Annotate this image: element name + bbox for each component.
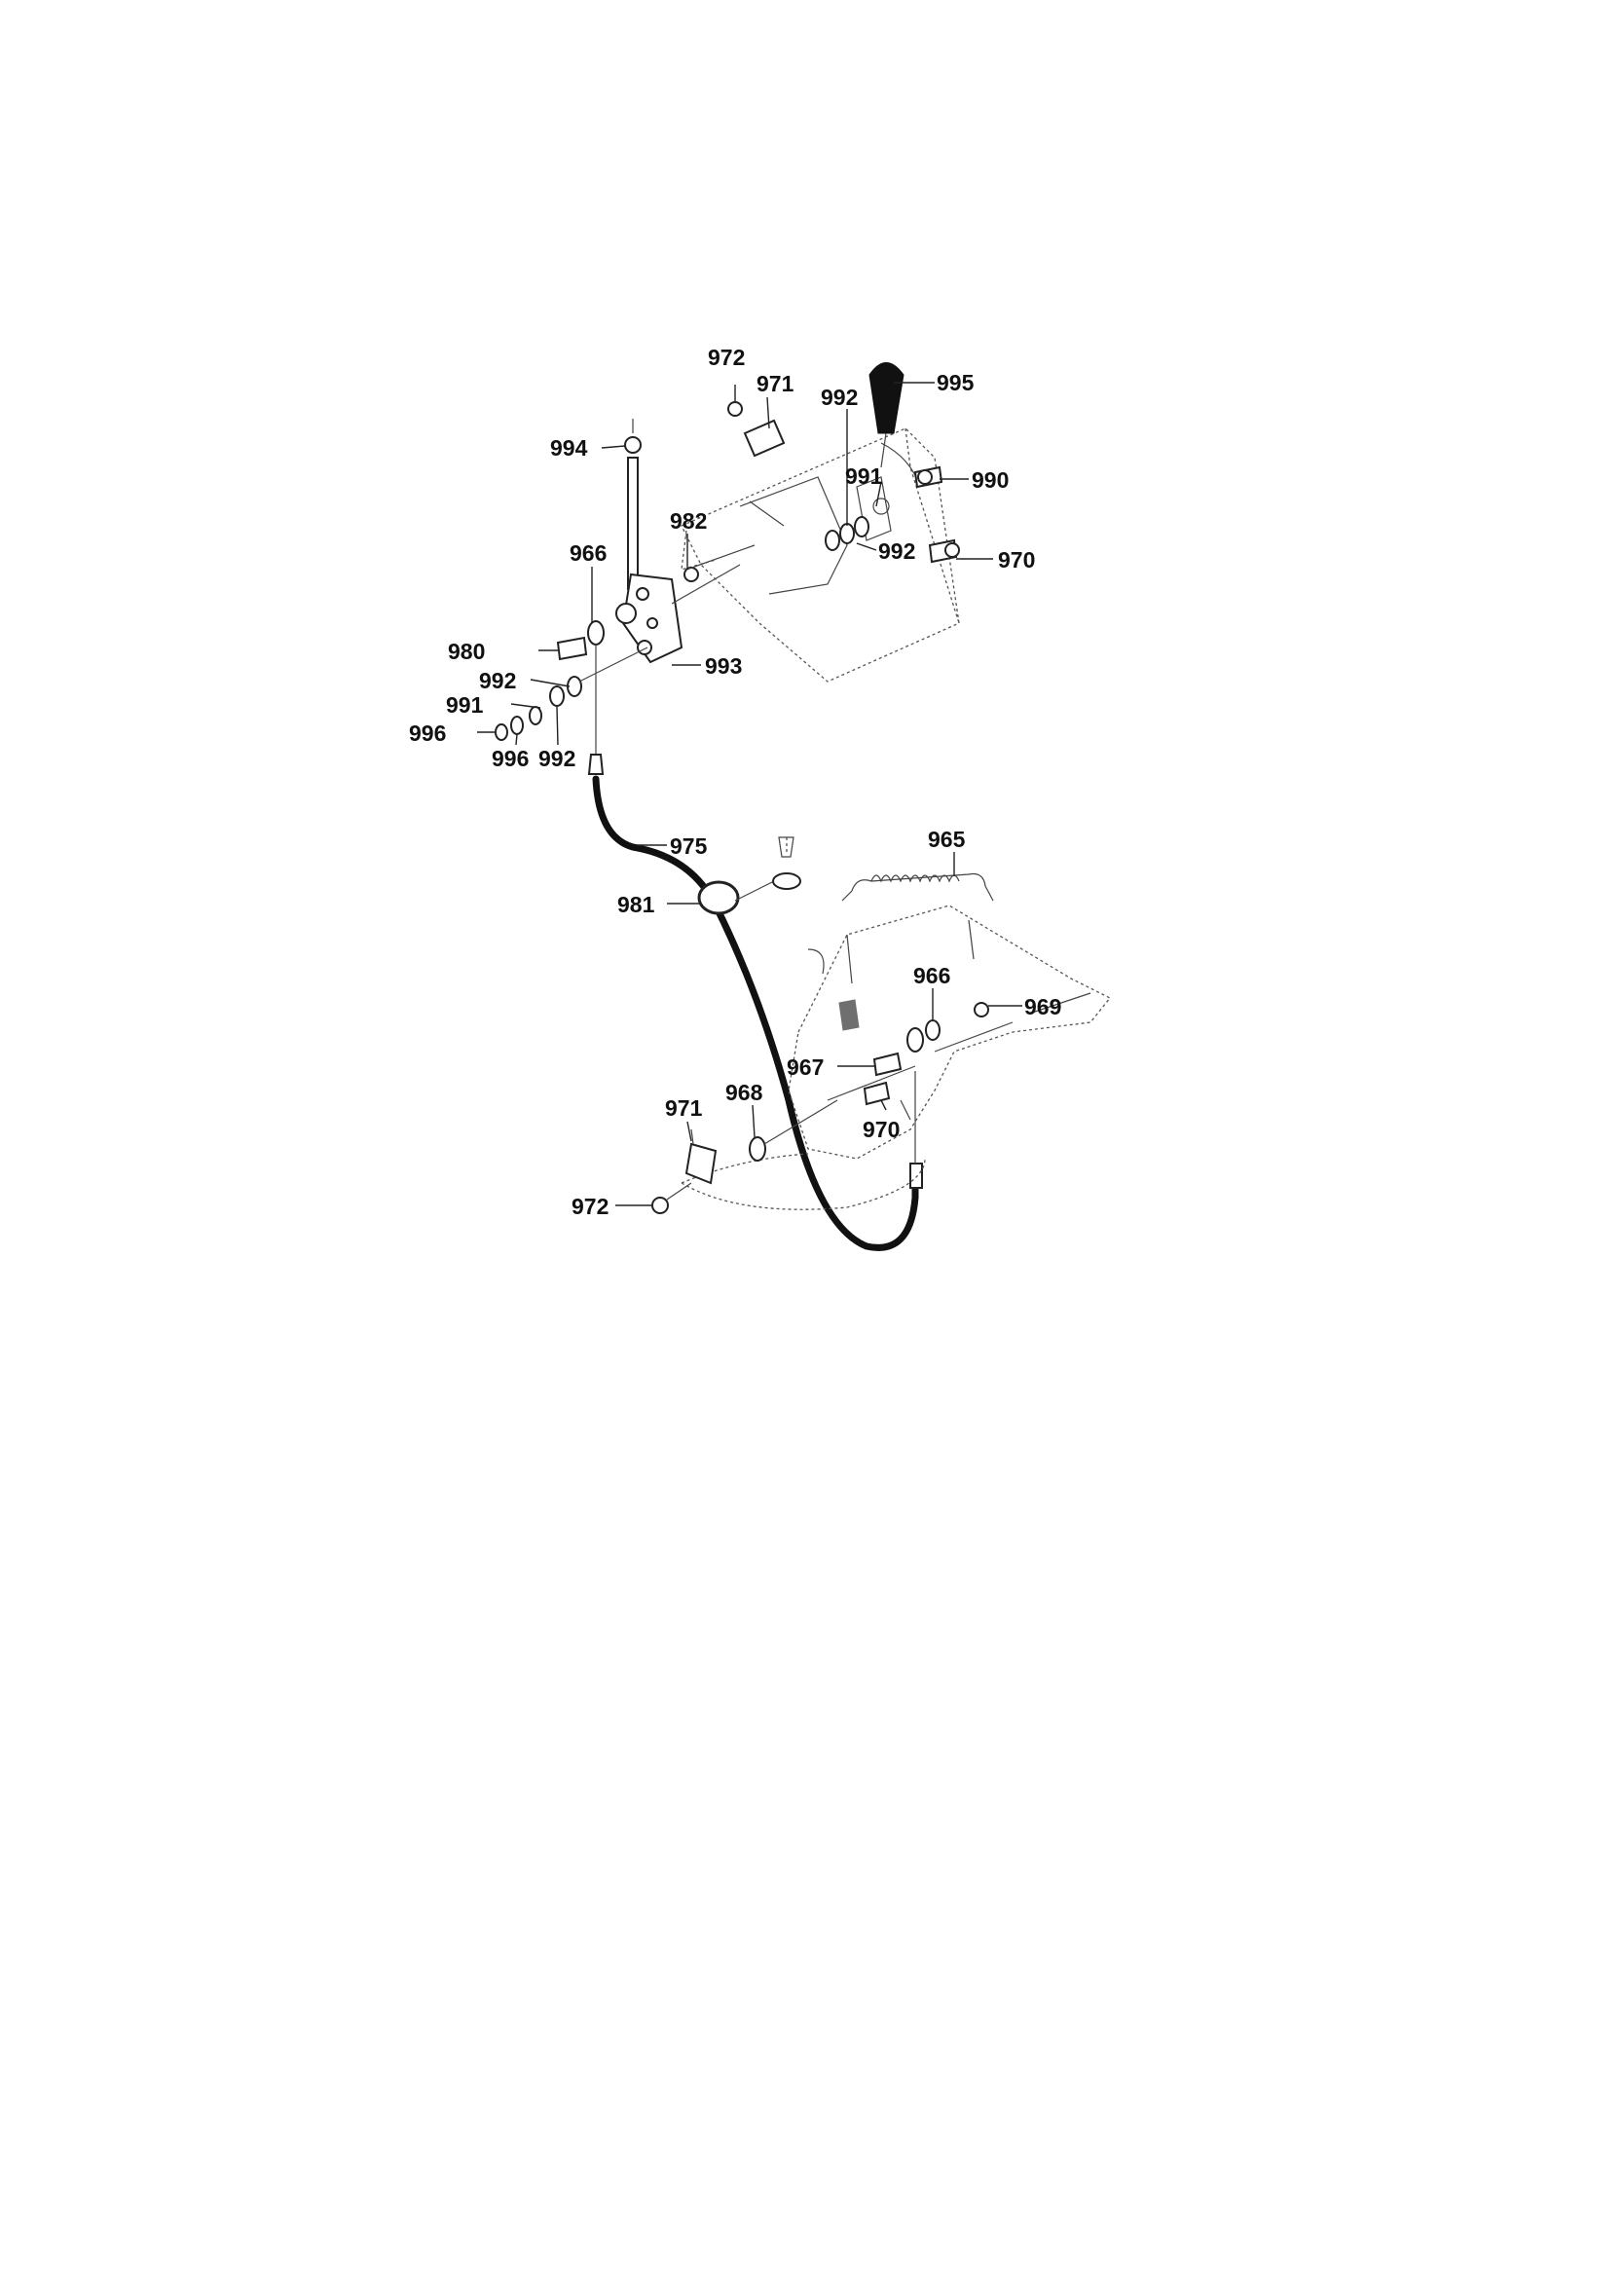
upper-washers <box>825 465 960 564</box>
callout-971-lower: 971 <box>665 1095 703 1121</box>
callout-968: 968 <box>725 1080 763 1105</box>
callout-981: 981 <box>617 892 655 917</box>
callout-980: 980 <box>448 639 485 664</box>
callout-969: 969 <box>1024 994 1061 1019</box>
callout-966-lower: 966 <box>913 963 950 988</box>
callout-992-lower: 992 <box>538 746 575 771</box>
left-fastener-stack <box>495 544 756 755</box>
callout-967: 967 <box>787 1054 824 1080</box>
callout-970-top: 970 <box>998 547 1035 573</box>
callout-991-top: 991 <box>845 463 883 489</box>
extension-spring <box>841 872 994 902</box>
callout-991-left: 991 <box>446 692 484 718</box>
callout-labels: 972 971 995 992 994 991 990 982 992 970 … <box>409 345 1061 1219</box>
lower-housing <box>681 905 1112 1210</box>
callout-982: 982 <box>670 508 707 534</box>
callout-966-top: 966 <box>570 540 607 566</box>
callout-970-lower: 970 <box>863 1117 900 1142</box>
callout-972-top: 972 <box>708 345 745 370</box>
top-bracket <box>727 401 786 458</box>
callout-996-lower: 996 <box>492 746 529 771</box>
lower-fasteners <box>651 1002 989 1214</box>
callout-972-lower: 972 <box>572 1194 609 1219</box>
shift-knob <box>868 362 921 488</box>
callout-990: 990 <box>972 467 1009 493</box>
callout-992-left: 992 <box>479 668 516 693</box>
callout-975: 975 <box>670 833 708 859</box>
callout-992-mid: 992 <box>878 538 915 564</box>
callout-971-top: 971 <box>757 371 794 396</box>
shift-rod <box>624 419 642 590</box>
upper-housing <box>681 427 960 683</box>
shift-plate <box>615 567 699 664</box>
cable-grommet <box>697 836 801 915</box>
leader-lines <box>477 382 1022 1206</box>
callout-994: 994 <box>550 435 588 461</box>
callout-965: 965 <box>928 827 966 852</box>
callout-993: 993 <box>705 653 742 679</box>
control-cable <box>587 754 923 1251</box>
callout-992-top: 992 <box>821 385 858 410</box>
callout-995: 995 <box>937 370 975 395</box>
callout-996-left: 996 <box>409 721 446 746</box>
